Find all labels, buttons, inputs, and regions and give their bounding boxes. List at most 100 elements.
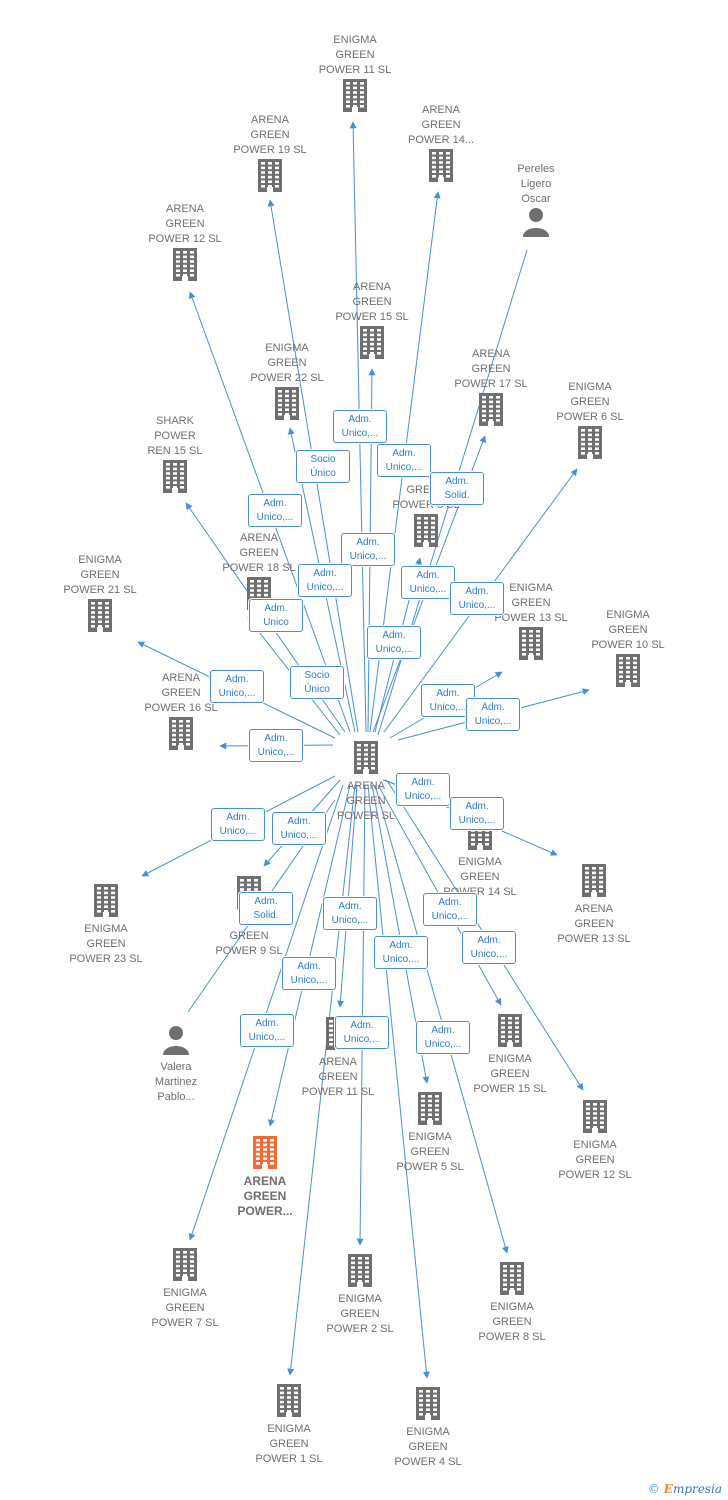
edge-role-label[interactable]: Adm. Unico,... (298, 564, 352, 597)
edge-role-label[interactable]: Socio Único (296, 450, 350, 483)
edge-role-label[interactable]: Adm. Solid. (239, 892, 293, 925)
node-ag13[interactable]: ARENA GREEN POWER 13 SL (539, 863, 649, 947)
building-icon (300, 78, 410, 117)
node-g3[interactable]: GREEN POWER 3 SL (371, 483, 481, 552)
edge-role-label[interactable]: Adm. Unico,... (423, 893, 477, 926)
edge-role-label[interactable]: Adm. Unico,... (462, 931, 516, 964)
building-icon (373, 1386, 483, 1425)
node-label: ENIGMA GREEN POWER 1 SL (255, 1423, 323, 1465)
node-label: ARENA GREEN POWER 19 SL (233, 114, 307, 156)
edge-role-label[interactable]: Adm. Unico,... (367, 626, 421, 659)
node-eg12[interactable]: ENIGMA GREEN POWER 12 SL (540, 1099, 650, 1183)
node-eg15[interactable]: ENIGMA GREEN POWER 15 SL (455, 1013, 565, 1097)
building-icon (232, 386, 342, 425)
node-label: SHARK POWER REN 15 SL (147, 415, 203, 457)
node-label: ENIGMA GREEN POWER 4 SL (394, 1426, 462, 1468)
edge-line-eg2 (356, 784, 366, 1246)
node-label: ENIGMA GREEN POWER 10 SL (591, 609, 665, 651)
building-icon (455, 1013, 565, 1052)
node-eg6[interactable]: ENIGMA GREEN POWER 6 SL (535, 380, 645, 464)
edge-line-eg8 (374, 784, 509, 1254)
building-icon (51, 883, 161, 922)
node-label: ENIGMA GREEN POWER 6 SL (556, 381, 624, 423)
edge-role-label[interactable]: Adm. Unico,... (466, 698, 520, 731)
edge-role-label[interactable]: Adm. Unico,... (377, 444, 431, 477)
node-label: Pereles Ligero Oscar (517, 163, 555, 205)
node-agHL[interactable]: ARENA GREEN POWER... (210, 1135, 320, 1219)
node-label: ENIGMA GREEN POWER 12 SL (558, 1139, 632, 1181)
node-eg7[interactable]: ENIGMA GREEN POWER 7 SL (130, 1247, 240, 1331)
node-label: ARENA GREEN POWER 16 SL (144, 672, 218, 714)
building-icon (311, 740, 421, 779)
edge-role-label[interactable]: Socio Único (290, 666, 344, 699)
edge-role-label[interactable]: Adm. Unico,... (240, 1014, 294, 1047)
building-icon (126, 716, 236, 755)
node-eg5[interactable]: ENIGMA GREEN POWER 5 SL (375, 1091, 485, 1175)
edge-role-label[interactable]: Adm. Unico (249, 599, 303, 632)
node-label: ENIGMA GREEN POWER 8 SL (478, 1301, 546, 1343)
edge-role-label[interactable]: Adm. Unico,... (401, 566, 455, 599)
node-label: ENIGMA GREEN POWER 7 SL (151, 1287, 219, 1329)
copyright-icon: © (647, 1482, 660, 1496)
edge-role-label[interactable]: Adm. Unico,... (450, 582, 504, 615)
building-icon (317, 325, 427, 364)
node-ag12[interactable]: ARENA GREEN POWER 12 SL (130, 202, 240, 286)
edge-role-label[interactable]: Adm. Unico,... (341, 533, 395, 566)
edge-role-label[interactable]: Adm. Unico,... (272, 812, 326, 845)
building-icon (535, 425, 645, 464)
node-label: ARENA GREEN POWER 13 SL (557, 903, 631, 945)
edge-role-label[interactable]: Adm. Unico,... (210, 670, 264, 703)
edge-role-label[interactable]: Adm. Unico,... (374, 936, 428, 969)
person-icon (481, 207, 591, 242)
building-icon (215, 158, 325, 197)
node-label: Valera Martinez Pablo... (154, 1061, 198, 1103)
edge-line-eg1 (287, 784, 356, 1376)
node-label: ARENA GREEN POWER 14... (407, 104, 475, 146)
empresia-brand[interactable]: ©Empresia (648, 1482, 722, 1496)
node-pereles[interactable]: Pereles Ligero Oscar (481, 162, 591, 242)
node-eg2[interactable]: ENIGMA GREEN POWER 2 SL (305, 1253, 415, 1337)
node-label: ENIGMA GREEN POWER 2 SL (326, 1293, 394, 1335)
node-ag15[interactable]: ARENA GREEN POWER 15 SL (317, 280, 427, 364)
edge-role-label[interactable]: Adm. Unico,... (282, 957, 336, 990)
node-shark[interactable]: SHARK POWER REN 15 SL (120, 414, 230, 498)
edge-role-label[interactable]: Adm. Unico,... (396, 773, 450, 806)
node-eg4[interactable]: ENIGMA GREEN POWER 4 SL (373, 1386, 483, 1470)
person-icon (121, 1025, 231, 1060)
node-eg1[interactable]: ENIGMA GREEN POWER 1 SL (234, 1383, 344, 1467)
building-icon (540, 1099, 650, 1138)
edge-line-agHL (268, 784, 351, 1127)
edge-role-label[interactable]: Adm. Unico,... (335, 1016, 389, 1049)
node-eg8[interactable]: ENIGMA GREEN POWER 8 SL (457, 1261, 567, 1345)
edge-line-eg4 (367, 784, 430, 1379)
node-ag17[interactable]: ARENA GREEN POWER 17 SL (436, 347, 546, 431)
node-eg10[interactable]: ENIGMA GREEN POWER 10 SL (573, 608, 683, 692)
node-label: ENIGMA GREEN POWER 23 SL (69, 923, 143, 965)
edge-role-label[interactable]: Adm. Unico,... (416, 1021, 470, 1054)
node-eg22[interactable]: ENIGMA GREEN POWER 22 SL (232, 341, 342, 425)
node-eg23[interactable]: ENIGMA GREEN POWER 23 SL (51, 883, 161, 967)
node-valera[interactable]: Valera Martinez Pablo... (121, 1025, 231, 1105)
edge-role-label[interactable]: Adm. Unico,... (249, 729, 303, 762)
edge-role-label[interactable]: Adm. Unico,... (323, 897, 377, 930)
edge-role-label[interactable]: Adm. Unico,... (333, 410, 387, 443)
node-eg21[interactable]: ENIGMA GREEN POWER 21 SL (45, 553, 155, 637)
building-icon (130, 1247, 240, 1286)
node-ag16[interactable]: ARENA GREEN POWER 16 SL (126, 671, 236, 755)
node-eg13[interactable]: ENIGMA GREEN POWER 13 SL (476, 581, 586, 665)
node-label: ENIGMA GREEN POWER 22 SL (250, 342, 324, 384)
node-ag19[interactable]: ARENA GREEN POWER 19 SL (215, 113, 325, 197)
edge-role-label[interactable]: Adm. Solid. (430, 472, 484, 505)
node-eg11[interactable]: ENIGMA GREEN POWER 11 SL (300, 33, 410, 117)
node-label: ARENA GREEN POWER... (237, 1174, 293, 1218)
node-center[interactable]: ARENA GREEN POWER SL (311, 740, 421, 824)
node-label: E GREEN POWER 9 SL (215, 915, 283, 957)
edge-role-label[interactable]: Adm. Unico,... (211, 808, 265, 841)
building-icon (130, 247, 240, 286)
edge-role-label[interactable]: Adm. Unico,... (450, 797, 504, 830)
brand-initial: E (663, 1482, 673, 1496)
node-ag14[interactable]: ARENA GREEN POWER 14... (386, 103, 496, 187)
building-icon (539, 863, 649, 902)
edge-role-label[interactable]: Adm. Unico,... (248, 494, 302, 527)
building-icon (45, 598, 155, 637)
